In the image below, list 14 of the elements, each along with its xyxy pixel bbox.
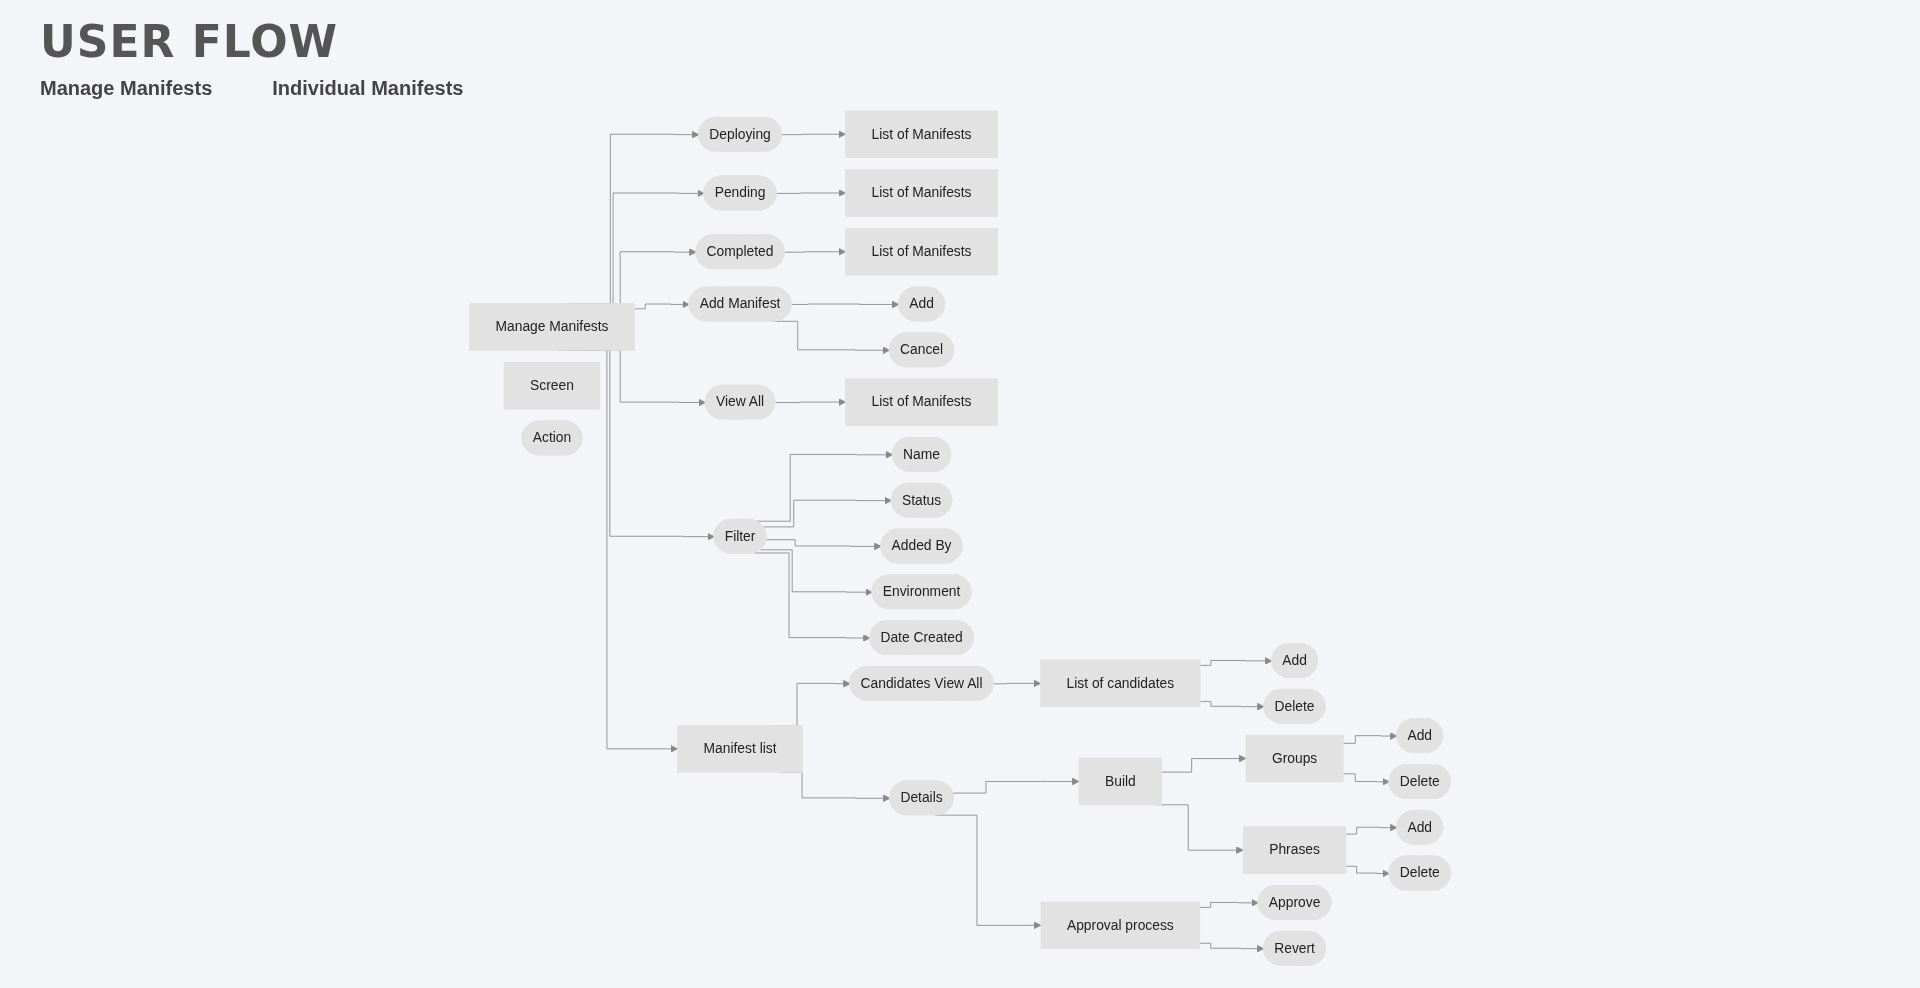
node-box: Phrases [1242,826,1347,874]
title: USER FLOW [40,16,340,67]
node-box: List of candidates [1040,659,1201,708]
node-box: List of Manifests [845,228,998,276]
node-box: Manifest list [677,725,803,773]
section-heading: Manage Manifests [40,77,213,100]
node-box: Groups [1245,734,1344,783]
node-box: Manage Manifests [469,303,635,351]
section-heading: Individual Manifests [272,77,464,100]
node-box: List of Manifests [845,110,998,158]
node-box: List of Manifests [845,378,998,426]
node-box: List of Manifests [845,169,998,217]
node-box: Approval process [1040,901,1201,950]
node-box: Build [1078,757,1163,806]
